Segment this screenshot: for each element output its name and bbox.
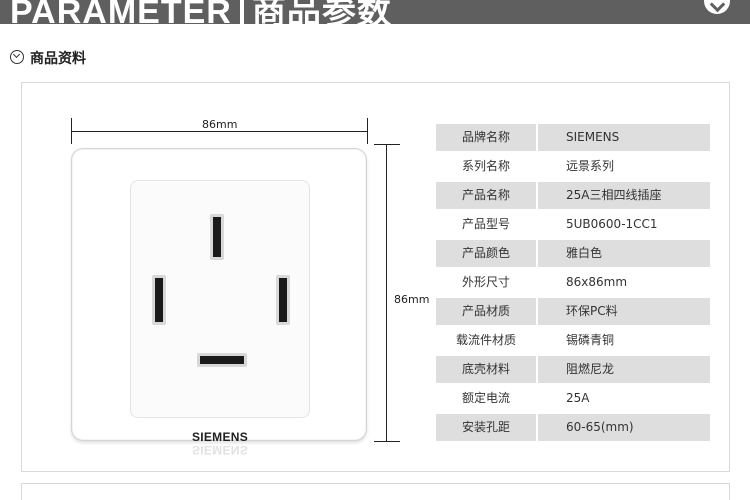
spec-value: 86x86mm [566,275,628,289]
spec-key: 产品颜色 [436,240,536,267]
spec-row: 系列名称 远景系列 [436,153,710,182]
socket-faceplate: SIEMENS SIEMENS [71,148,367,457]
spec-value: 锡磷青铜 [566,333,615,347]
product-panel [21,82,730,472]
spec-row: 载流件材质 锡磷青铜 [436,327,710,356]
spec-value: 环保PC料 [538,298,710,325]
spec-key: 外形尺寸 [461,275,510,289]
section-label: 商品资料 [30,51,86,67]
spec-key: 系列名称 [461,159,510,173]
spec-value: 5UB0600-1CC1 [566,217,658,231]
socket-insert [130,180,310,418]
header-title: PARAMETER 商品参数 [10,0,392,24]
page-header: PARAMETER 商品参数 [0,0,750,24]
spec-key: 安装孔距 [436,414,536,441]
spec-value: 25A [566,391,590,405]
height-dimension-tick-bottom [374,441,400,442]
spec-row: 产品颜色雅白色 [436,240,710,269]
brand-logo: SIEMENS [191,430,249,444]
earth-pin-slot [210,214,224,260]
spec-value: 阻燃尼龙 [538,356,710,383]
spec-value: 雅白色 [538,240,710,267]
spec-key: 品牌名称 [436,124,536,151]
height-dimension-tick-top [374,144,400,145]
chevron-down-icon[interactable] [704,0,730,14]
width-dimension-label: 86mm [202,118,238,131]
brand-logo-reflection: SIEMENS [191,443,249,457]
width-dimension-tick-left [71,118,72,144]
spec-key: 产品材质 [436,298,536,325]
spec-value: SIEMENS [538,124,710,151]
next-panel [21,483,730,500]
spec-row: 底壳材料阻燃尼龙 [436,356,710,385]
chevron-circle-icon [10,50,24,64]
spec-key: 产品名称 [436,182,536,209]
right-pin-slot [276,275,290,325]
spec-value: 远景系列 [566,159,615,173]
spec-key: 额定电流 [461,391,510,405]
spec-key: 载流件材质 [455,333,516,347]
header-title-en: PARAMETER [10,0,232,24]
header-divider [239,0,244,24]
spec-key: 底壳材料 [436,356,536,383]
spec-key: 产品型号 [461,217,510,231]
spec-row: 外形尺寸 86x86mm [436,269,710,298]
spec-value: 60-65(mm) [538,414,710,441]
spec-value: 25A三相四线插座 [538,182,710,209]
height-dimension-line [386,144,387,441]
header-title-cn: 商品参数 [251,0,392,24]
width-dimension-line [71,131,368,132]
spec-row: 产品型号 5UB0600-1CC1 [436,211,710,240]
left-pin-slot [152,275,166,325]
spec-row: 产品材质环保PC料 [436,298,710,327]
height-dimension-label: 86mm [394,293,430,306]
spec-row: 额定电流 25A [436,385,710,414]
width-dimension-tick-right [367,118,368,144]
neutral-pin-slot [197,353,247,367]
